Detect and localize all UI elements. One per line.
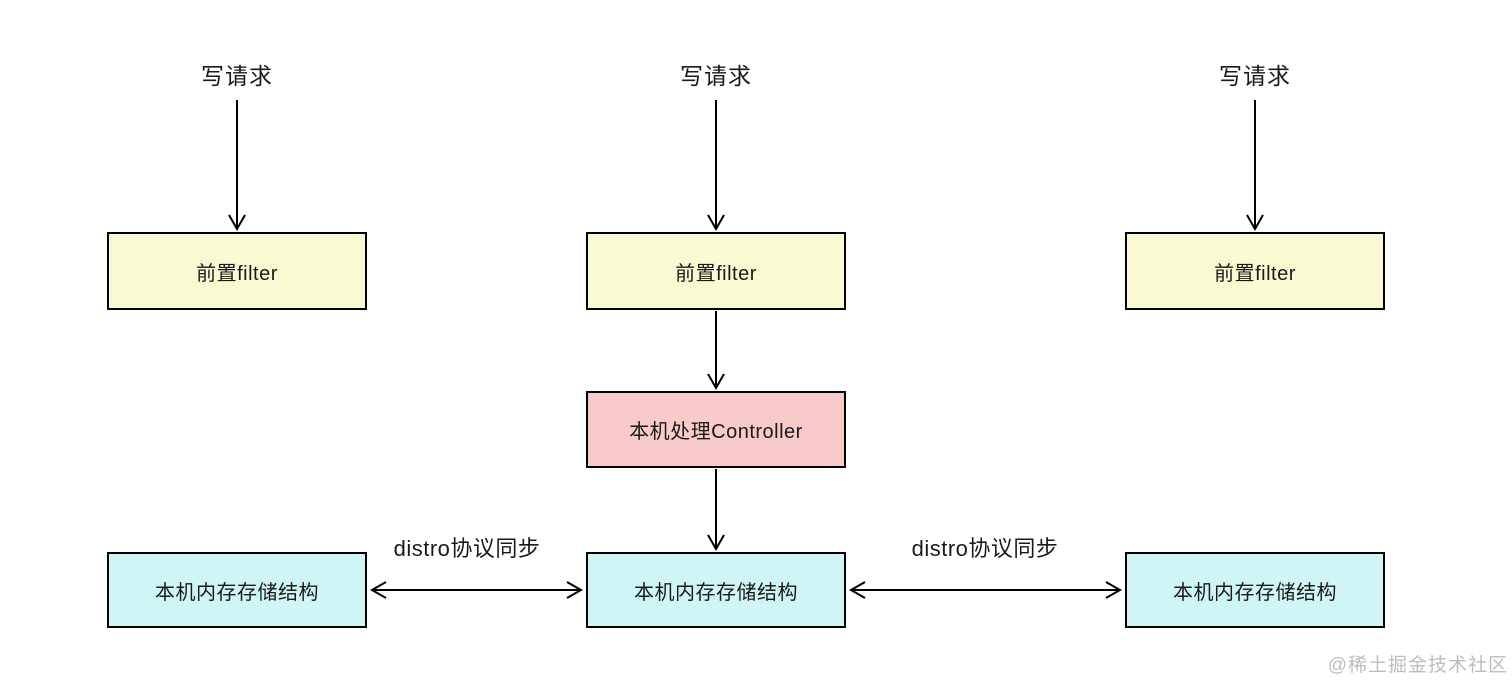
node-pre-filter-right-label: 前置filter	[1214, 262, 1296, 285]
node-memory-store-center-label: 本机内存存储结构	[634, 581, 798, 604]
node-memory-store-right-label: 本机内存存储结构	[1173, 581, 1337, 604]
node-pre-filter-left: 前置filter	[107, 232, 367, 310]
node-controller-label: 本机处理Controller	[629, 421, 803, 443]
node-memory-store-left-label: 本机内存存储结构	[155, 581, 319, 604]
node-pre-filter-left-label: 前置filter	[196, 262, 278, 285]
distro-sync-label-right: distro协议同步	[911, 536, 1059, 561]
write-request-label-right: 写请求	[1219, 63, 1291, 89]
node-pre-filter-right: 前置filter	[1125, 232, 1385, 310]
node-memory-store-center: 本机内存存储结构	[586, 552, 846, 628]
node-controller: 本机处理Controller	[586, 391, 846, 468]
node-memory-store-right: 本机内存存储结构	[1125, 552, 1385, 628]
watermark: @稀土掘金技术社区	[1327, 655, 1508, 676]
node-pre-filter-center: 前置filter	[586, 232, 846, 310]
node-memory-store-left: 本机内存存储结构	[107, 552, 367, 628]
node-pre-filter-center-label: 前置filter	[675, 262, 757, 285]
write-request-label-center: 写请求	[680, 63, 752, 89]
write-request-label-left: 写请求	[201, 63, 273, 89]
distro-sync-label-left: distro协议同步	[393, 536, 541, 561]
